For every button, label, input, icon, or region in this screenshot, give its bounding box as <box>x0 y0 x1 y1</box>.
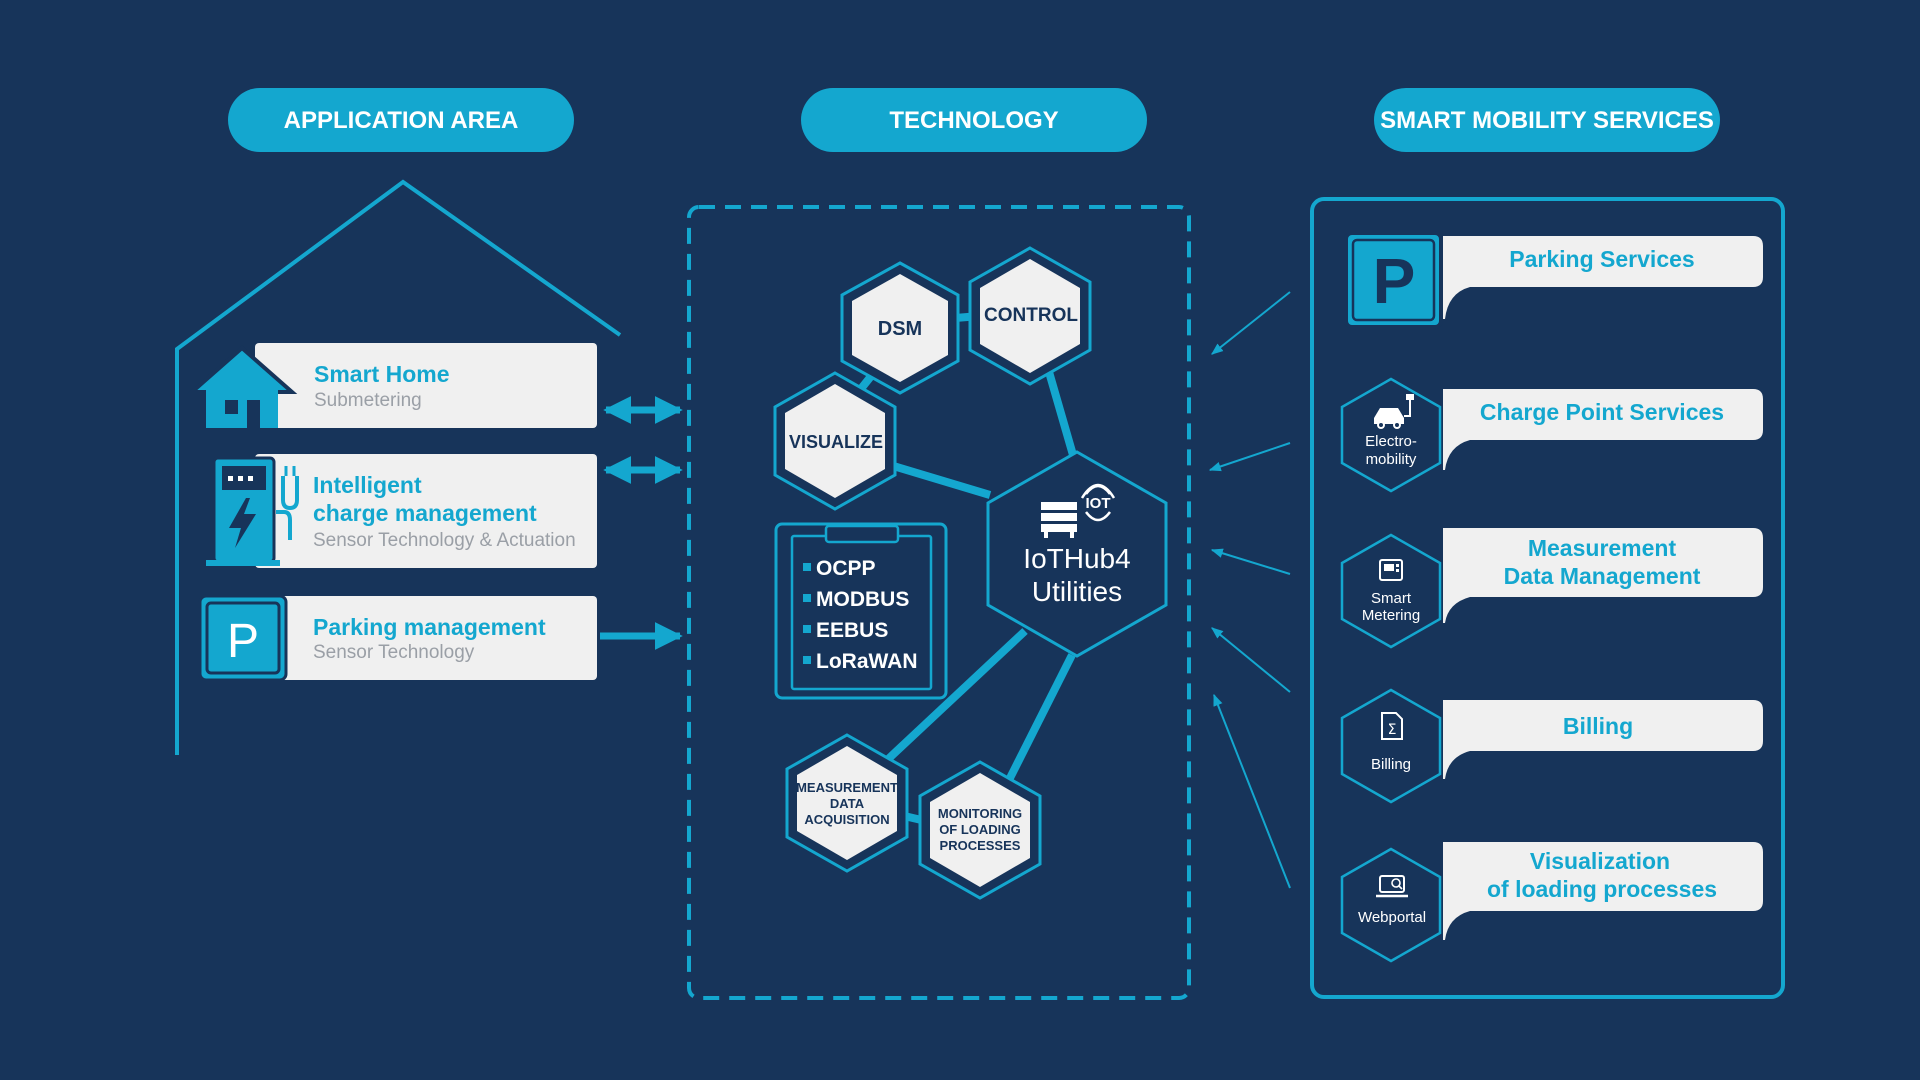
hex-monitoring-label-line1: MONITORING <box>938 806 1022 821</box>
hex-measurement-label-line3: ACQUISITION <box>804 812 889 827</box>
header-smart-mobility-label: SMART MOBILITY SERVICES <box>1380 107 1714 134</box>
electromobility-label-line2: mobility <box>1366 451 1417 468</box>
hub-title-line2: Utilities <box>1032 576 1122 607</box>
arrows-application-to-technology <box>600 396 683 650</box>
parking-management-title: Parking management <box>313 614 546 640</box>
parking-management-subtitle: Sensor Technology <box>313 642 475 663</box>
hex-connectors <box>856 312 1077 826</box>
hex-dsm: DSM <box>840 261 960 395</box>
card-parking-management: P Parking management Sensor Technology <box>198 594 597 682</box>
smart-mobility-frame <box>1310 197 1785 999</box>
service-measurement-data: Smart Metering Measurement Data Manageme… <box>1340 528 1763 649</box>
hex-control-label: CONTROL <box>984 305 1078 326</box>
hex-dsm-label: DSM <box>878 318 922 340</box>
service-visualization-title-line2: of loading processes <box>1487 876 1717 902</box>
protocol-eebus: EEBUS <box>816 619 888 642</box>
charge-management-title-line2: charge management <box>313 500 537 526</box>
hex-iothub: IOT IoTHub4 Utilities <box>986 450 1168 658</box>
service-visualization-title-line1: Visualization <box>1530 848 1670 874</box>
service-measurement-title-line2: Data Management <box>1504 563 1701 589</box>
hex-monitoring: MONITORING OF LOADING PROCESSES <box>918 760 1042 900</box>
billing-icon-label: Billing <box>1371 756 1411 773</box>
invoice-icon: Σ <box>1381 712 1403 740</box>
header-smart-mobility: SMART MOBILITY SERVICES <box>1374 88 1720 152</box>
technology-dashed-frame <box>687 205 1191 1000</box>
iot-server-icon: IOT <box>1041 483 1116 538</box>
service-visualization: Webportal Visualization of loading proce… <box>1340 842 1763 963</box>
electric-car-icon <box>1374 394 1414 429</box>
hex-visualize: VISUALIZE <box>773 371 897 511</box>
hex-monitoring-label-line3: PROCESSES <box>940 838 1021 853</box>
smart-home-subtitle: Submetering <box>314 390 422 411</box>
charging-station-icon <box>206 456 299 566</box>
arrows-services-to-technology <box>1208 291 1291 889</box>
house-outline <box>175 179 622 755</box>
header-technology: TECHNOLOGY <box>801 88 1147 152</box>
smart-metering-label-line1: Smart <box>1371 590 1412 607</box>
service-parking-title: Parking Services <box>1509 246 1694 272</box>
house-icon <box>186 345 298 428</box>
smart-metering-label-line2: Metering <box>1362 607 1420 624</box>
hex-control: CONTROL <box>968 246 1092 386</box>
hex-measurement-label-line2: DATA <box>830 796 865 811</box>
header-application-area: APPLICATION AREA <box>228 88 574 152</box>
protocol-lorawan: LoRaWAN <box>816 650 918 673</box>
electromobility-label-line1: Electro- <box>1365 433 1417 450</box>
protocol-modbus: MODBUS <box>816 588 909 611</box>
service-billing-title: Billing <box>1563 713 1633 739</box>
card-smart-home: Smart Home Submetering <box>186 343 597 428</box>
protocol-ocpp: OCPP <box>816 557 876 580</box>
smart-home-title: Smart Home <box>314 361 449 387</box>
charge-management-title-line1: Intelligent <box>313 472 422 498</box>
hex-measurement-label-line1: MEASUREMENT <box>796 780 898 795</box>
hex-monitoring-label-line2: OF LOADING <box>939 822 1021 837</box>
hex-visualize-label: VISUALIZE <box>789 432 883 452</box>
service-parking: P Parking Services <box>1344 231 1763 329</box>
hex-measurement-acquisition: MEASUREMENT DATA ACQUISITION <box>785 733 909 873</box>
iot-badge: IOT <box>1086 495 1111 512</box>
header-application-area-label: APPLICATION AREA <box>284 107 519 134</box>
webportal-icon-label: Webportal <box>1358 909 1426 926</box>
invoice-sigma-glyph: Σ <box>1388 722 1397 738</box>
service-measurement-title-line1: Measurement <box>1528 535 1677 561</box>
card-charge-management: Intelligent charge management Sensor Tec… <box>206 454 597 568</box>
webportal-icon <box>1376 875 1408 898</box>
header-technology-label: TECHNOLOGY <box>889 107 1058 134</box>
parking-services-icon-letter: P <box>1373 245 1416 317</box>
parking-icon: P <box>1344 231 1443 329</box>
service-billing: Σ Billing Billing <box>1340 688 1763 804</box>
charge-management-subtitle: Sensor Technology & Actuation <box>313 530 576 551</box>
parking-icon-letter: P <box>227 615 259 668</box>
smart-meter-icon <box>1379 559 1403 581</box>
service-charge-point: Electro- mobility Charge Point Services <box>1340 377 1763 493</box>
hub-title-line1: IoTHub4 <box>1023 543 1130 574</box>
parking-icon: P <box>198 594 288 682</box>
protocols-clipboard: OCPP MODBUS EEBUS LoRaWAN <box>774 522 948 700</box>
service-charge-point-title: Charge Point Services <box>1480 399 1724 425</box>
